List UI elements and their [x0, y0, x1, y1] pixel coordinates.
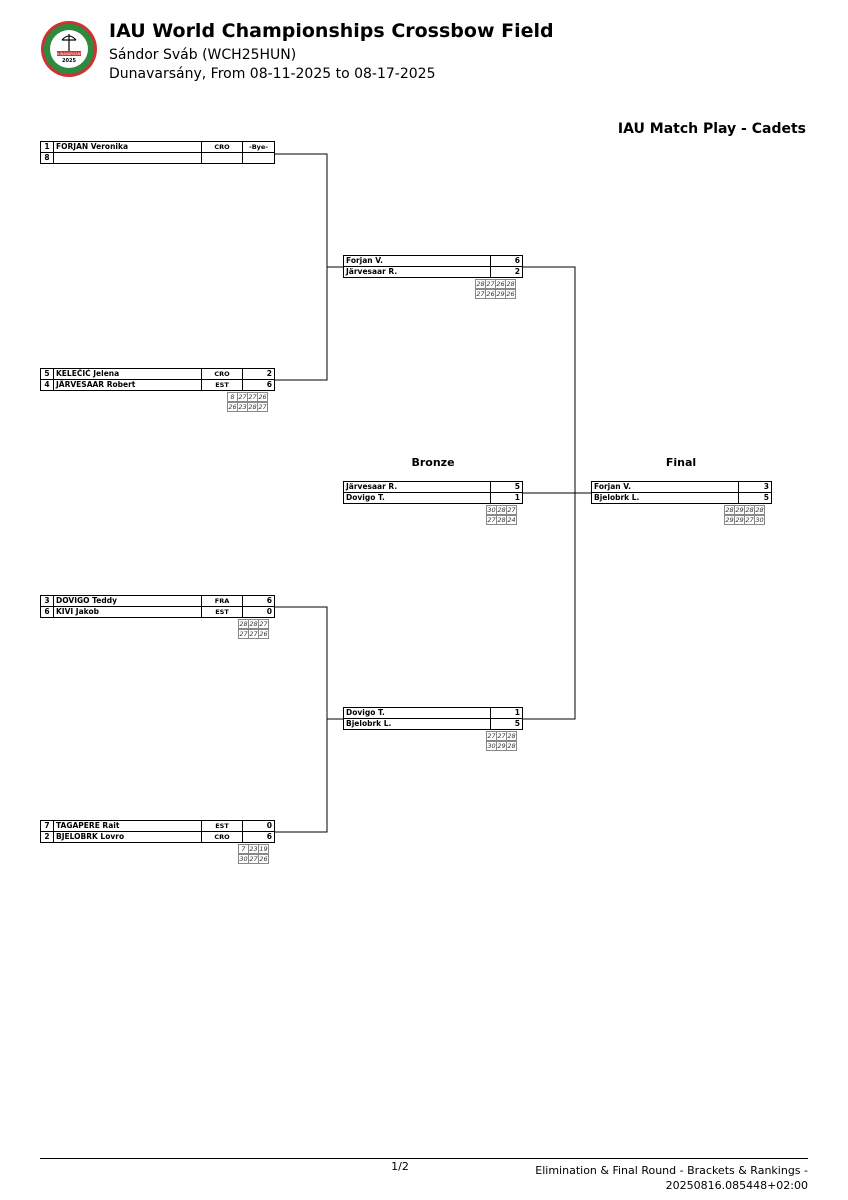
end-score: 19: [258, 844, 269, 854]
end-scores-row: 26 23 28 27: [227, 402, 268, 412]
competitor-name: [54, 153, 202, 163]
score: 5: [514, 719, 520, 728]
score: 5: [763, 493, 769, 502]
score: 6: [266, 596, 272, 605]
end-score: 28: [506, 741, 517, 751]
end-scores-row: 27 28 24: [486, 515, 517, 525]
end-scores-row: 28 27 26 28: [475, 279, 516, 289]
end-scores-row: 30 27 26: [238, 854, 269, 864]
end-scores-row: 8 27 27 26: [227, 392, 268, 402]
footer-divider: [40, 1158, 808, 1159]
seed: 4: [41, 380, 54, 390]
end-score: 26: [257, 392, 268, 402]
svg-text:DUNAVARSÁNY: DUNAVARSÁNY: [55, 51, 83, 56]
end-score: 28: [754, 505, 765, 515]
competitor-row: Dovigo T. 1: [343, 492, 523, 504]
page-number: 1/2: [391, 1160, 409, 1173]
competitor-name: KIVI Jakob: [54, 607, 202, 617]
competitor-name: Dovigo T.: [344, 493, 491, 503]
nation: [202, 153, 243, 163]
end-score: 24: [506, 515, 517, 525]
competitor-name: DOVIGO Teddy: [54, 596, 202, 606]
score: 2: [514, 267, 520, 276]
score: 6: [266, 380, 272, 389]
competitor-name: Bjelobrk L.: [592, 493, 739, 503]
end-scores-row: 7 23 19: [238, 844, 269, 854]
end-scores-row: 28 29 28 28: [724, 505, 765, 515]
competitor-name: Forjan V.: [592, 482, 739, 492]
end-scores-row: 27 27 26: [238, 629, 269, 639]
end-scores-row: 30 28 27: [486, 505, 517, 515]
score: -Bye-: [249, 143, 268, 151]
seed: 8: [41, 153, 54, 163]
seed: 6: [41, 607, 54, 617]
end-score: 28: [505, 279, 516, 289]
competitor-name: JÄRVESAAR Robert: [54, 380, 202, 390]
nation: CRO: [202, 369, 243, 379]
competitor-row: 6 KIVI Jakob EST 0: [40, 606, 275, 618]
end-score: 27: [506, 505, 517, 515]
nation: CRO: [202, 142, 243, 152]
seed: 2: [41, 832, 54, 842]
end-scores-row: 30 29 28: [486, 741, 517, 751]
end-score: 30: [754, 515, 765, 525]
end-scores-row: 27 27 28: [486, 731, 517, 741]
footer-timestamp: 20250816.085448+02:00: [665, 1179, 808, 1192]
nation: CRO: [202, 832, 243, 842]
seed: 5: [41, 369, 54, 379]
seed: 3: [41, 596, 54, 606]
score: 6: [514, 256, 520, 265]
seed: 1: [41, 142, 54, 152]
section-title: IAU Match Play - Cadets: [617, 121, 806, 137]
competitor-name: KELEČIĆ Jelena: [54, 369, 202, 379]
competitor-name: FORJAN Veronika: [54, 142, 202, 152]
competitor-row: Bjelobrk L. 5: [343, 718, 523, 730]
competitor-row: 8: [40, 152, 275, 164]
end-score: 26: [505, 289, 516, 299]
end-score: 26: [258, 629, 269, 639]
competitor-row: 2 BJELOBRK Lovro CRO 6: [40, 831, 275, 843]
score: 3: [763, 482, 769, 491]
competitor-row: Järvesaar R. 2: [343, 266, 523, 278]
end-score: 27: [257, 402, 268, 412]
end-score: 26: [258, 854, 269, 864]
nation: EST: [202, 821, 243, 831]
competitor-name: Dovigo T.: [344, 708, 491, 718]
score: 2: [266, 369, 272, 378]
judge-line: Sándor Sváb (WCH25HUN): [109, 47, 297, 63]
competitor-name: Forjan V.: [344, 256, 491, 266]
bronze-label: Bronze: [411, 456, 455, 469]
score: [243, 153, 274, 163]
competitor-row: 4 JÄRVESAAR Robert EST 6: [40, 379, 275, 391]
score: 1: [514, 708, 520, 717]
end-scores-row: 27 26 29 26: [475, 289, 516, 299]
nation: FRA: [202, 596, 243, 606]
competitor-name: BJELOBRK Lovro: [54, 832, 202, 842]
final-label: Final: [665, 456, 697, 469]
venue-dates: Dunavarsány, From 08-11-2025 to 08-17-20…: [109, 66, 436, 82]
nation: EST: [202, 380, 243, 390]
end-scores-row: 28 28 27: [238, 619, 269, 629]
competitor-name: Järvesaar R.: [344, 267, 491, 277]
score: 1: [514, 493, 520, 502]
competitor-name: Bjelobrk L.: [344, 719, 491, 729]
end-scores-row: 29 29 27 30: [724, 515, 765, 525]
championship-logo: DUNAVARSÁNY 2025: [41, 21, 97, 77]
competitor-row: Bjelobrk L. 5: [591, 492, 772, 504]
nation: EST: [202, 607, 243, 617]
score: 5: [514, 482, 520, 491]
footer-report-name: Elimination & Final Round - Brackets & R…: [535, 1164, 808, 1177]
footer-info: Elimination & Final Round - Brackets & R…: [535, 1163, 808, 1193]
competitor-name: Järvesaar R.: [344, 482, 491, 492]
competitor-row: Järvesaar R. 5: [343, 481, 523, 493]
end-score: 28: [506, 731, 517, 741]
score: 0: [266, 821, 272, 830]
page-title: IAU World Championships Crossbow Field: [109, 20, 554, 42]
score: 6: [266, 832, 272, 841]
competitor-name: TAGAPERE Rait: [54, 821, 202, 831]
end-score: 27: [258, 619, 269, 629]
svg-text:2025: 2025: [62, 58, 76, 64]
score: 0: [266, 607, 272, 616]
seed: 7: [41, 821, 54, 831]
